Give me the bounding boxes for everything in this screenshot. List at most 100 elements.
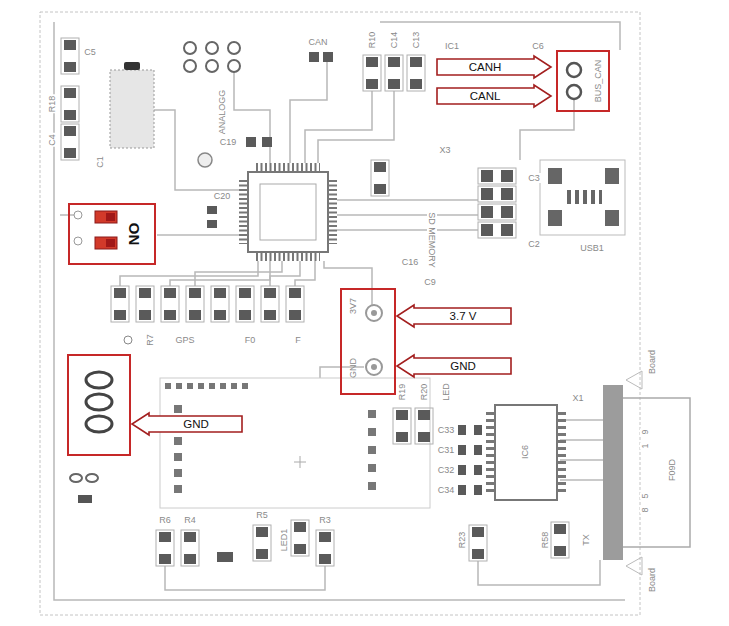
- board-outline: [40, 12, 640, 615]
- silkscreen-label: SD MEMORY: [427, 211, 437, 268]
- bottom-components: [156, 520, 569, 566]
- component-outline: [478, 186, 516, 202]
- smd-pad: [554, 546, 566, 556]
- silkscreen-label: 5: [640, 492, 650, 499]
- component-outline: [478, 222, 516, 238]
- component-outline: [478, 204, 516, 220]
- chip-pins: [256, 163, 320, 171]
- callout-arrow: 3.7 V: [396, 304, 512, 328]
- chip-pins: [558, 412, 566, 495]
- board-edge-mark: [626, 371, 642, 389]
- smd-pad: [374, 162, 386, 172]
- smd-pad: [159, 554, 171, 564]
- silkscreen-label: C13: [411, 31, 421, 50]
- smd-pad: [418, 432, 430, 442]
- smd-pad: [501, 188, 513, 200]
- component-outline: [61, 38, 79, 74]
- smd-pad: [164, 310, 176, 320]
- component-outline: [181, 530, 199, 566]
- smd-pad: [256, 527, 268, 537]
- silkscreen-label: C31: [437, 445, 456, 455]
- smd-pad: [366, 79, 378, 89]
- chip-pins: [239, 180, 247, 244]
- silkscreen-label: R20: [419, 383, 429, 402]
- silkscreen-label: C34: [437, 485, 456, 495]
- component-outline: [469, 525, 487, 561]
- smd-pad: [474, 465, 482, 475]
- connector-pad: [70, 474, 82, 482]
- silkscreen-label: GPS: [174, 335, 195, 345]
- power-pads: [366, 305, 382, 375]
- trace: [318, 91, 394, 163]
- chip-die: [260, 184, 316, 240]
- silkscreen-label: R5: [255, 510, 269, 520]
- header-pin: [228, 60, 240, 72]
- connector-pad: [567, 85, 581, 99]
- serial-connector: [603, 371, 690, 575]
- smd-pad: [472, 527, 484, 537]
- smd-pad: [184, 532, 196, 542]
- silkscreen-label: C14: [389, 31, 399, 50]
- connector-pad: [567, 63, 581, 77]
- silkscreen-label: R23: [457, 531, 467, 550]
- silkscreen-label: C32: [437, 465, 456, 475]
- usb-outline: [540, 160, 625, 235]
- dip-switch: [74, 211, 117, 249]
- smd-pad: [64, 148, 76, 158]
- silkscreen-label: Board: [647, 567, 657, 593]
- smd-pad: [207, 206, 217, 214]
- smd-pad: [548, 168, 562, 184]
- silkscreen-label: ANALOGG: [217, 89, 227, 136]
- header-pin: [184, 60, 196, 72]
- smd-pad: [410, 79, 422, 89]
- silkscreen-label: C1: [95, 155, 105, 169]
- silkscreen-label: TX: [581, 533, 591, 547]
- smd-pad: [481, 170, 493, 182]
- chip-pins: [256, 253, 320, 261]
- trace: [54, 22, 625, 600]
- trace: [195, 261, 282, 286]
- silkscreen-label: 9: [640, 428, 650, 435]
- trace: [290, 62, 327, 163]
- silkscreen-label: F09D: [667, 458, 677, 482]
- smd-pad: [294, 544, 306, 554]
- component-outline: [261, 286, 279, 322]
- smd-pad: [139, 288, 151, 298]
- smd-pad: [239, 288, 251, 298]
- smd-pad: [472, 549, 484, 559]
- smd-pad: [388, 79, 400, 89]
- center-cross: [294, 456, 306, 468]
- chip-pins: [329, 180, 337, 244]
- silkscreen-label: 8: [640, 506, 650, 513]
- switch-knob: [106, 213, 115, 221]
- silkscreen-label: IC1: [444, 41, 460, 51]
- smd-pad: [501, 206, 513, 218]
- trace: [520, 99, 574, 160]
- silkscreen-label: R58: [540, 531, 550, 550]
- component-outline: [291, 520, 309, 556]
- trace: [560, 419, 603, 421]
- microcontroller: [243, 167, 333, 257]
- trace: [234, 72, 270, 163]
- silkscreen-label: CAN: [307, 37, 328, 47]
- smd-pad: [554, 524, 566, 534]
- silkscreen-label: R18: [47, 95, 57, 114]
- silkscreen-label: C33: [437, 425, 456, 435]
- silkscreen-label: F0: [244, 335, 257, 345]
- connector-flange: [603, 385, 623, 560]
- via: [124, 336, 132, 344]
- connector-pad: [86, 474, 98, 482]
- arrow-outline: [437, 85, 551, 107]
- silkscreen-label: USB1: [579, 243, 605, 253]
- module-pads: [368, 410, 376, 500]
- callout-text: CANL: [470, 89, 501, 103]
- callout-text: CANH: [469, 60, 502, 74]
- silkscreen-label: LED1: [279, 528, 289, 553]
- smd-pad: [481, 206, 493, 218]
- smd-pad: [264, 310, 276, 320]
- smd-pad: [262, 137, 272, 147]
- smd-pad: [481, 224, 493, 236]
- smd-pad: [481, 188, 493, 200]
- silkscreen-label: R3: [318, 515, 332, 525]
- component-outline: [371, 160, 389, 196]
